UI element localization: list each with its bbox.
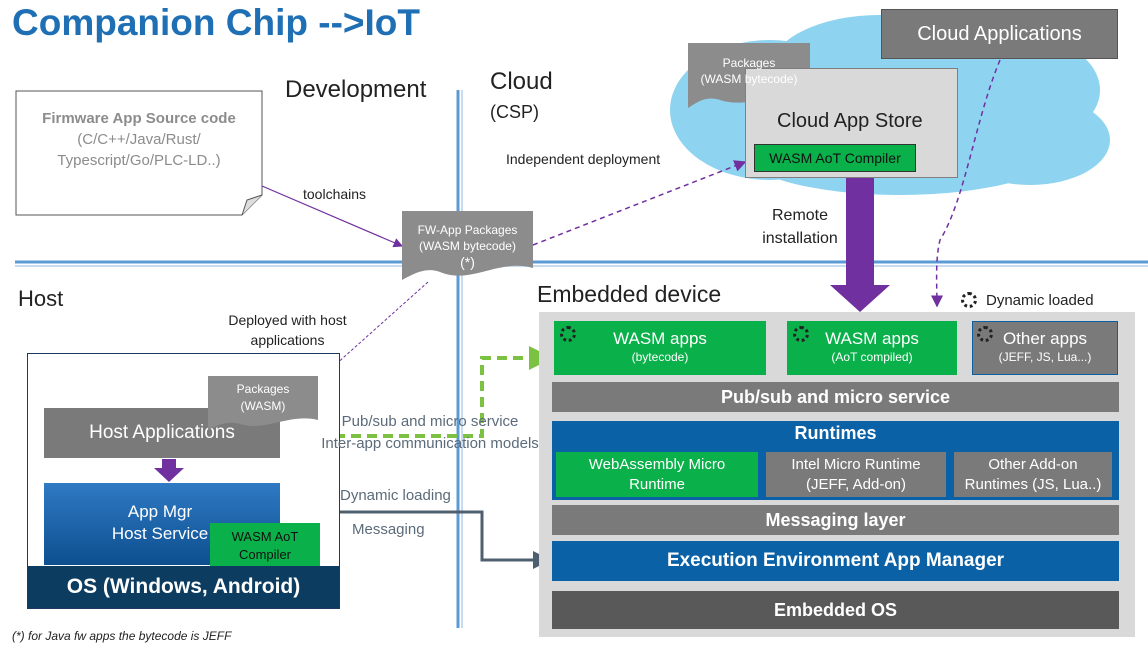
host-heading: Host (18, 286, 64, 311)
independent-deployment-arrow (532, 160, 747, 246)
app-mgr-line1: App Mgr (127, 502, 193, 521)
remote-installation-line2: installation (762, 230, 838, 247)
wasm-apps-aot-loading-icon (793, 326, 809, 342)
wamr-runtime: WebAssembly Micro Runtime (556, 452, 758, 497)
toolchains-arrow (261, 185, 404, 248)
pubsub-link-label: Pub/sub and micro service Inter-app comm… (305, 411, 555, 455)
development-heading: Development (285, 76, 427, 103)
remote-installation-line1: Remote (771, 207, 829, 224)
source-code-languages-1: (C/C++/Java/Rust/ (77, 131, 201, 148)
page-title: Companion Chip -->IoT (12, 2, 420, 43)
other-apps: Other apps (JEFF, JS, Lua...) (972, 321, 1118, 375)
messaging-layer: Messaging layer (552, 505, 1119, 535)
host-applications: Host Applications (44, 408, 280, 458)
deployed-with-host-label: Deployed with host applications (200, 310, 375, 350)
host-aot-compiler-line1: WASM AoT (231, 529, 299, 544)
wasm-apps-aot-title: WASM apps (825, 329, 919, 348)
toolchains-label: toolchains (303, 186, 367, 202)
wasm-apps-aot-sub: (AoT compiled) (831, 350, 913, 364)
cloud-heading: Cloud (490, 68, 553, 95)
pubsub-layer: Pub/sub and micro service (552, 382, 1119, 412)
fw-app-packages: FW-App Packages (WASM bytecode) (*) (402, 222, 533, 270)
remote-installation-label: Remote installation (745, 204, 855, 250)
pubsub-link-line2: Inter-app communication models (321, 435, 539, 452)
other-apps-sub: (JEFF, JS, Lua...) (998, 350, 1092, 364)
cloud-app-store-label: Cloud App Store (777, 110, 923, 132)
deployed-with-host-line1: Deployed with host (228, 312, 347, 328)
fw-package-shape (402, 211, 533, 280)
intel-micro-runtime-line1: Intel Micro Runtime (791, 455, 921, 473)
cloud-subheading: (CSP) (490, 102, 539, 122)
fw-app-packages-note: (*) (460, 254, 475, 270)
wamr-runtime-line2: Runtime (629, 475, 685, 493)
other-addon-runtimes-line1: Other Add-on (988, 455, 1078, 473)
intel-micro-runtime: Intel Micro Runtime (JEFF, Add-on) (766, 452, 946, 497)
wasm-apps-bytecode-title: WASM apps (613, 329, 707, 348)
dynamic-loaded-label: Dynamic loaded (986, 292, 1094, 309)
host-packages-title: Packages (236, 382, 290, 396)
app-mgr-label: App Mgr Host Service (70, 501, 250, 545)
dynamic-loaded-icon (961, 292, 977, 308)
cloud-packages-title: Packages (722, 56, 776, 70)
host-packages: Packages (WASM) (208, 381, 318, 415)
dynamic-loading-label: Dynamic loading (340, 487, 451, 504)
fw-app-packages-format: (WASM bytecode) (419, 239, 516, 253)
footnote: (*) for Java fw apps the bytecode is JEF… (12, 629, 232, 643)
messaging-label: Messaging (352, 521, 425, 538)
remote-installation-arrow (830, 178, 890, 312)
source-code-title: Firmware App Source code (42, 110, 236, 127)
cloud-packages: Packages (WASM bytecode) (688, 55, 810, 87)
wasm-apps-aot: WASM apps (AoT compiled) (787, 321, 957, 375)
pubsub-link-arrow (271, 346, 553, 448)
host-os-bar: OS (Windows, Android) (28, 566, 339, 608)
source-code-note: Firmware App Source code (C/C++/Java/Rus… (18, 108, 260, 171)
other-addon-runtimes-line2: Runtimes (JS, Lua..) (964, 475, 1102, 493)
cloud-dynamic-arrow (930, 59, 1001, 308)
host-aot-compiler-line2: Compiler (238, 547, 291, 562)
cloud-applications: Cloud Applications (881, 9, 1118, 59)
other-addon-runtimes: Other Add-on Runtimes (JS, Lua..) (954, 452, 1112, 497)
intel-micro-runtime-line2: (JEFF, Add-on) (805, 475, 907, 493)
pubsub-link-line1: Pub/sub and micro service (341, 413, 519, 430)
wasm-apps-bytecode-sub: (bytecode) (631, 350, 689, 364)
cloud-aot-compiler: WASM AoT Compiler (754, 144, 916, 172)
wasm-apps-bytecode: WASM apps (bytecode) (554, 321, 766, 375)
cloud-packages-format: (WASM bytecode) (700, 72, 798, 86)
host-aot-compiler: WASM AoT Compiler (210, 523, 320, 569)
embedded-heading: Embedded device (537, 281, 722, 307)
other-apps-loading-icon (977, 326, 993, 342)
runtimes-title: Runtimes (794, 422, 877, 443)
other-apps-title: Other apps (1002, 329, 1088, 348)
wasm-apps-bytecode-loading-icon (560, 326, 576, 342)
deployed-with-host-line2: applications (250, 332, 325, 348)
messaging-link-arrow (275, 503, 551, 569)
independent-deployment-label: Independent deployment (506, 151, 661, 167)
embedded-os-layer: Embedded OS (552, 591, 1119, 629)
fw-app-packages-title: FW-App Packages (417, 223, 518, 237)
app-mgr-line2: Host Service (111, 524, 209, 543)
host-packages-format: (WASM) (240, 399, 286, 413)
app-manager-layer: Execution Environment App Manager (552, 541, 1119, 581)
source-code-languages-2: Typescript/Go/PLC-LD..) (57, 152, 221, 169)
wamr-runtime-line1: WebAssembly Micro (588, 455, 726, 473)
